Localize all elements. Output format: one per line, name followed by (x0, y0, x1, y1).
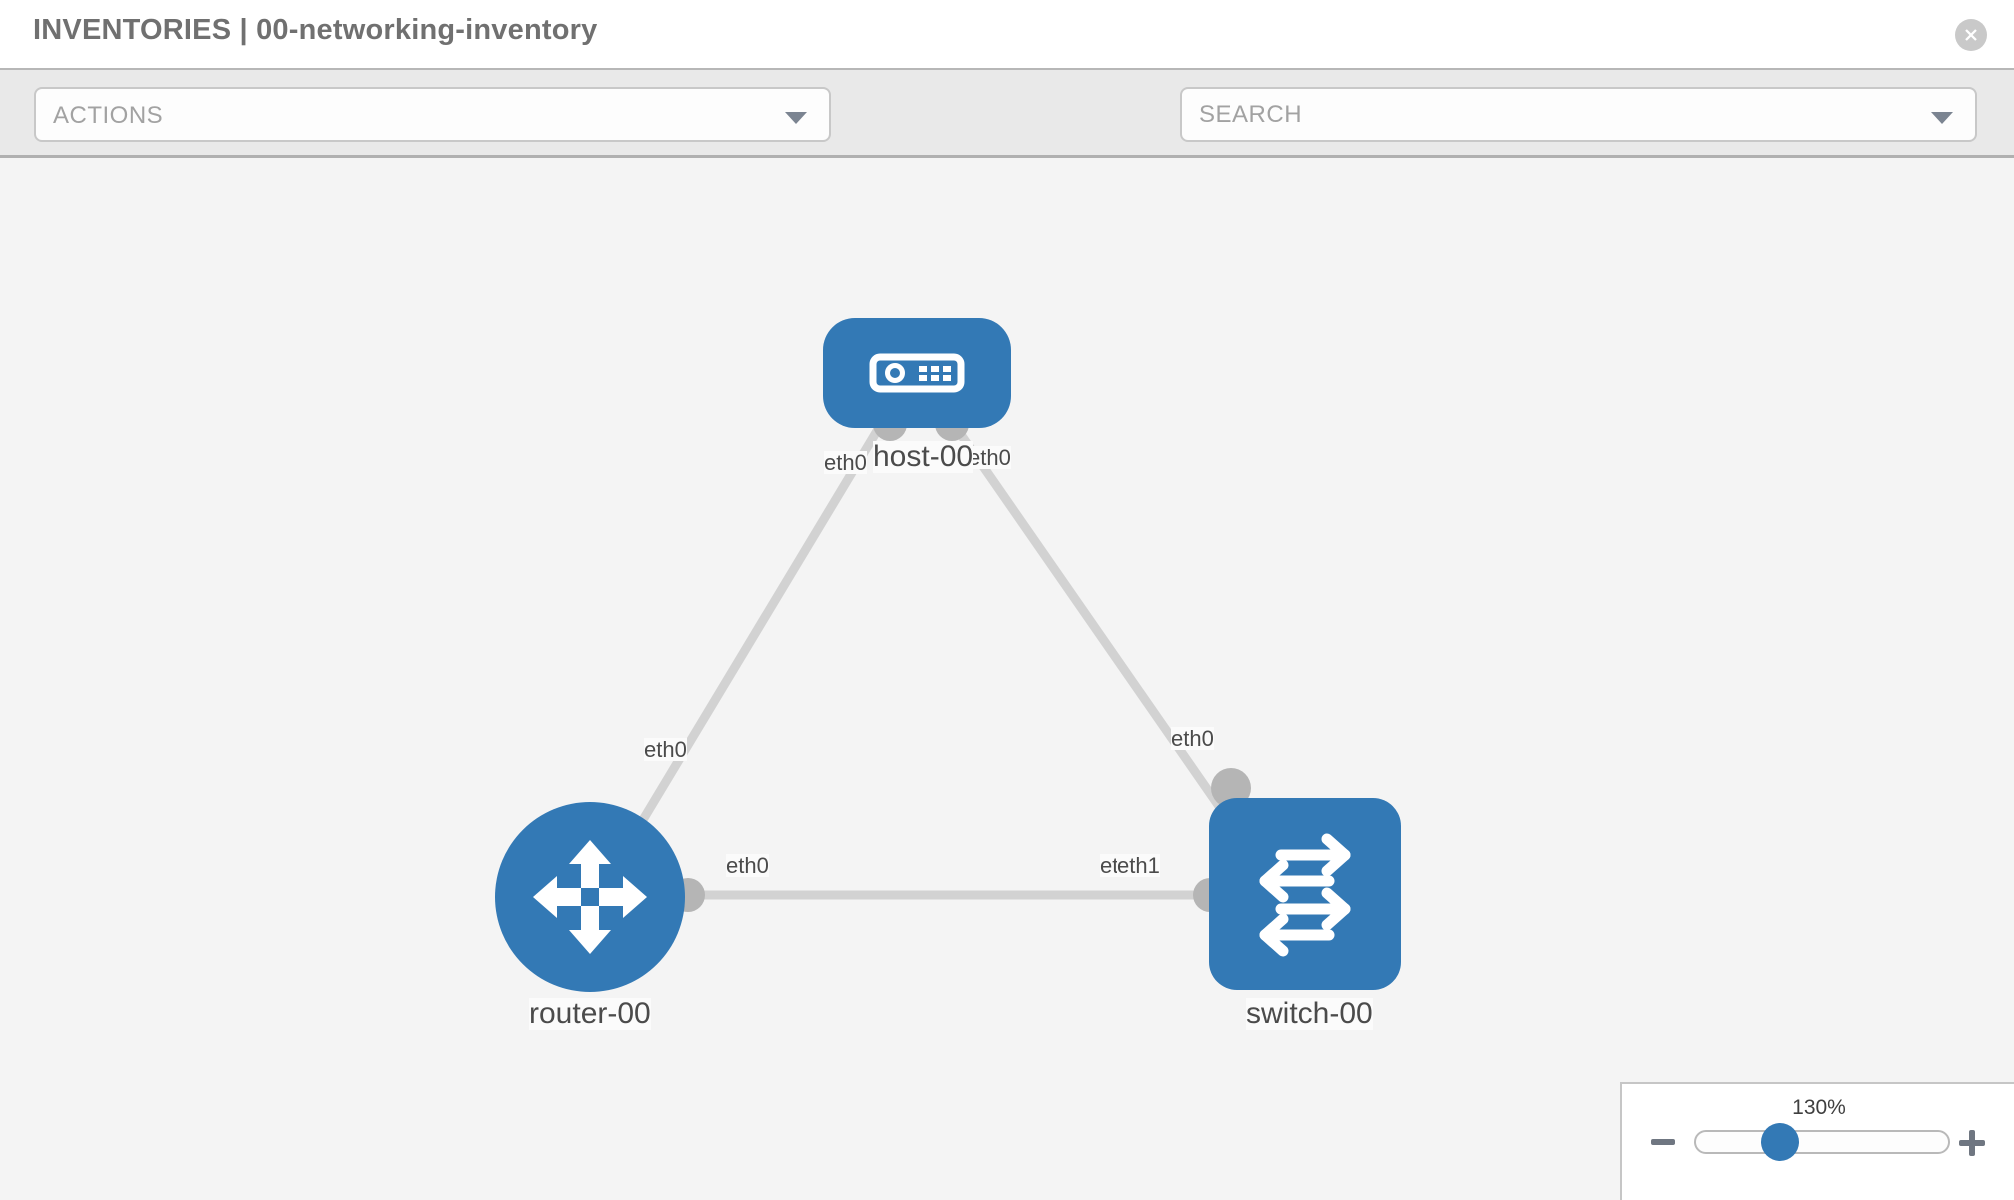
port-label: eth1 (1117, 853, 1160, 878)
topology-node-host-00[interactable] (823, 318, 1011, 428)
port-label: eth0 (824, 450, 867, 475)
search-field[interactable] (1180, 87, 1977, 142)
actions-dropdown-label: ACTIONS (53, 102, 164, 129)
node-label-switch-00: switch-00 (1246, 997, 1373, 1030)
close-icon[interactable] (1955, 19, 1987, 51)
edge-host-switch[interactable] (951, 423, 1252, 851)
page-title: INVENTORIES | 00-networking-inventory (33, 14, 598, 46)
chevron-down-icon (785, 112, 807, 124)
zoom-slider-track[interactable] (1694, 1130, 1950, 1154)
port-label: eth0 (644, 737, 687, 762)
topology-node-switch-00[interactable] (1209, 798, 1401, 990)
topology-canvas[interactable]: eth0 eth0 eth0 eth0 eth0 eth0 eth1 host-… (0, 158, 2014, 1200)
node-label-router-00: router-00 (529, 997, 651, 1030)
minus-icon[interactable] (1650, 1129, 1676, 1155)
port-label: eth0 (1171, 726, 1214, 751)
switch-arrows-icon (1259, 833, 1351, 957)
topology-node-router-00[interactable] (495, 802, 685, 992)
search-input[interactable] (1199, 89, 1899, 140)
port-label: eth0 (968, 445, 1011, 470)
topology-edges (616, 423, 1252, 900)
window-header: INVENTORIES | 00-networking-inventory (0, 0, 2014, 68)
server-device-icon (869, 353, 965, 393)
chevron-down-icon[interactable] (1931, 112, 1953, 124)
plus-icon[interactable] (1958, 1129, 1986, 1157)
zoom-slider-thumb[interactable] (1761, 1123, 1799, 1161)
edge-host-router[interactable] (616, 423, 884, 861)
zoom-control-panel: 130% (1620, 1082, 2014, 1200)
toolbar: ACTIONS (0, 68, 2014, 201)
edge-group (616, 423, 1252, 900)
port-label: eth0 (726, 853, 769, 878)
node-label-host-00: host-00 (873, 440, 974, 473)
actions-dropdown[interactable]: ACTIONS (34, 87, 831, 142)
zoom-level-value: 130% (1792, 1096, 1846, 1119)
router-arrows-icon (533, 840, 647, 954)
